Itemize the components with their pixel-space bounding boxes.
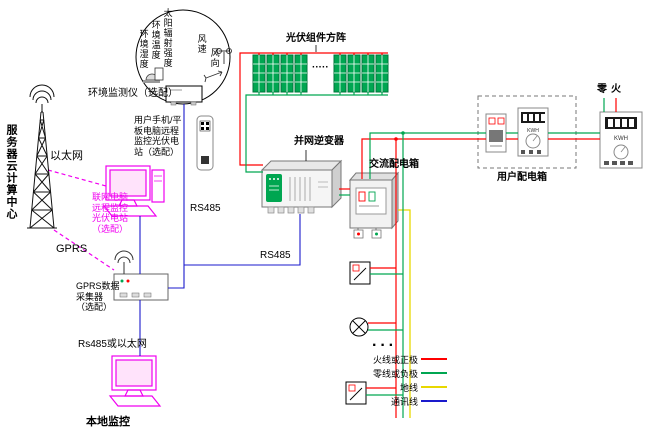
legend-ground-label: 地线 (399, 382, 418, 393)
collector-antenna-icon (114, 250, 134, 274)
lamp (349, 317, 369, 337)
wind-vane-icon (203, 70, 223, 83)
legend-comm-label: 通讯线 (390, 396, 418, 407)
ground-wire (398, 209, 411, 418)
inverter-device (260, 150, 343, 214)
ethernet-label: 以太网 (50, 150, 83, 162)
rs485-or-ethernet-label: Rs485或以太网 (78, 339, 147, 350)
env-monitor-label: 环境监测仪（选配） (88, 88, 178, 99)
mobile-device (196, 115, 214, 171)
radio-waves-icon (29, 84, 55, 104)
rs485-label-b: RS485 (260, 250, 291, 261)
legend-neutral-swatch (421, 372, 447, 374)
env-monitor (135, 9, 232, 106)
load-switch-1 (349, 261, 371, 285)
user-meter-kwh-label: KWH (527, 128, 539, 134)
wind-direction-label: 风向 (209, 48, 220, 68)
user-box-label: 用户配电箱 (497, 172, 547, 183)
local-monitor-label: 本地监控 (86, 416, 130, 428)
telecom-tower (27, 104, 57, 229)
legend-live-label: 火线或正极 (372, 354, 418, 365)
legend: 火线或正极 零线或负极 地线 通讯线 (372, 352, 447, 408)
utility-meter: KWH (599, 111, 643, 169)
ac-distribution-box (348, 171, 400, 239)
rs485-label-a: RS485 (190, 203, 221, 214)
gprs-collector-label: GPRS数据 采集器 （选配） (76, 281, 120, 313)
pv-array-label: 光伏组件方阵 (286, 33, 346, 44)
gprs-label: GPRS (56, 243, 88, 255)
ac-box-label: 交流配电箱 (369, 159, 419, 170)
load-switch-2 (345, 381, 367, 405)
legend-comm-swatch (421, 400, 447, 402)
ambient-temperature-label: 环境温度 (150, 20, 161, 60)
user-kwh-meter: KWH (517, 107, 549, 157)
phone-remote-label: 用户手机/平 板电脑远程 监控光伏电 站（选配） (134, 115, 182, 157)
anemometer-icon (216, 48, 232, 64)
legend-neutral-label: 零线或负极 (372, 368, 418, 379)
legend-row-live: 火线或正极 (372, 352, 447, 366)
gprs-link-line (53, 229, 115, 271)
legend-row-neutral: 零线或负极 (372, 366, 447, 380)
inverter-label: 并网逆变器 (294, 136, 344, 147)
solar-radiation-label: 太阳辐射强度 (162, 8, 173, 68)
legend-row-ground: 地线 (372, 380, 447, 394)
remote-pc (102, 165, 165, 217)
neutral-live-label: 零火 (597, 84, 625, 95)
thermo-sensor-icon (154, 67, 164, 81)
comm-wires (139, 104, 301, 356)
neutral-wires (245, 92, 605, 418)
loads-dots: ··· (372, 337, 397, 354)
user-distribution-box: KWH (477, 95, 577, 169)
gprs-collector-device (113, 250, 169, 301)
utility-meter-kwh-label: KWH (614, 136, 628, 142)
legend-live-swatch (421, 358, 447, 360)
wind-speed-label: 风速 (196, 34, 207, 54)
breaker-device (485, 113, 507, 153)
live-wires (239, 52, 617, 418)
server-center-label: 服务器云计算中心 (4, 124, 17, 220)
local-pc (108, 355, 162, 407)
ethernet-link-line (47, 169, 107, 187)
legend-row-comm: 通讯线 (372, 394, 447, 408)
legend-ground-swatch (421, 386, 447, 388)
ambient-humidity-label: 环境湿度 (138, 29, 149, 69)
pv-array-dots: ····· (312, 62, 329, 73)
pc-remote-label: 联网电脑 远程监控 光伏电站 （选配） (92, 192, 129, 234)
